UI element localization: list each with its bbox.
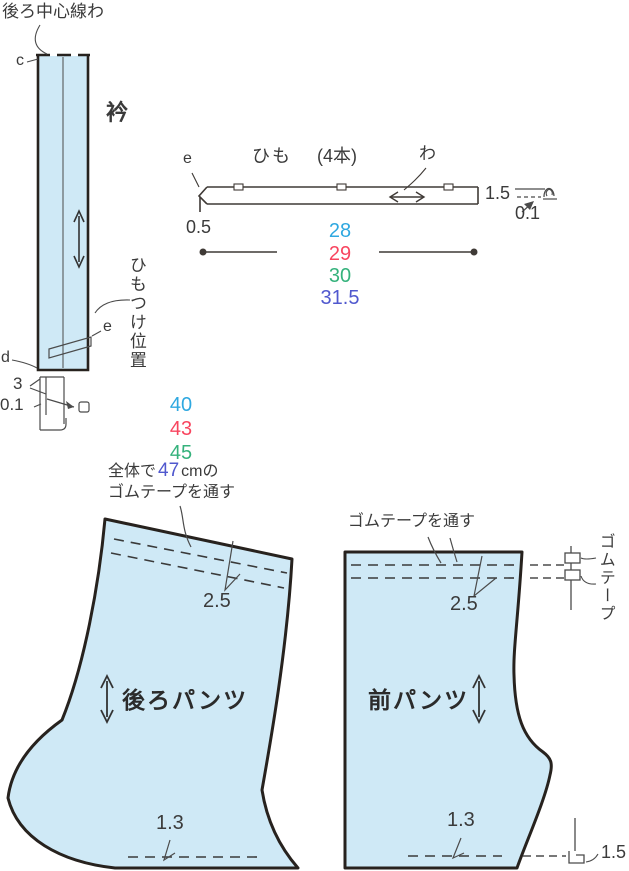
back-casing-value: 2.5	[203, 590, 231, 612]
point-c-label: c	[16, 52, 24, 69]
back-pants-piece	[6, 505, 300, 870]
front-pants-name: 前パンツ	[368, 687, 470, 713]
collar-piece	[11, 24, 131, 372]
tie-count: (4本)	[317, 146, 357, 166]
collar-end-detail	[29, 376, 90, 431]
tie-tip-value: 0.5	[186, 217, 212, 237]
collar-end-fold-value: 3	[13, 374, 23, 393]
grainline-arrow-collar	[73, 209, 85, 269]
front-pants-piece	[343, 536, 553, 870]
tie-title: ひも	[252, 146, 292, 166]
tie-strip	[191, 167, 479, 212]
elastic-note-value: 47	[158, 460, 180, 481]
front-hem-value: 1.3	[447, 809, 475, 831]
point-e-tie-label: e	[183, 150, 192, 167]
tie-length-size-s: 28	[328, 220, 352, 242]
tie-length-dimension	[199, 242, 478, 266]
front-elastic-note: ゴムテープを通す	[348, 513, 476, 530]
elastic-casing-detail	[530, 546, 597, 610]
point-e-side-label: e	[103, 318, 112, 335]
elastic-note-suffix: cmの	[181, 463, 219, 480]
collar-name-label: 衿	[106, 100, 129, 125]
front-casing-value: 2.5	[450, 593, 478, 615]
back-hem-value: 1.3	[156, 812, 184, 834]
hem-fold-detail	[523, 818, 599, 864]
elastic-note-prefix: 全体で	[108, 463, 157, 480]
tie-length-size-m: 29	[328, 243, 352, 265]
collar-end-stitch-value: 0.1	[0, 395, 24, 414]
tie-length-size-l: 30	[328, 265, 352, 287]
hem-fold-value: 1.5	[601, 842, 627, 862]
fold-arrow-tie	[388, 191, 426, 203]
tie-length-size-xl: 31.5	[320, 287, 360, 309]
elastic-note-line2: ゴムテープを通す	[108, 484, 236, 501]
grainline-arrow-front	[472, 673, 486, 725]
tie-end-detail	[515, 187, 557, 213]
back-pants-name: 後ろパンツ	[122, 687, 249, 713]
collar-fold-label: 後ろ中心線わ	[2, 2, 104, 21]
tie-attach-label: ひもつけ位置	[126, 256, 146, 370]
tie-stitch-value: 0.1	[515, 203, 541, 223]
waist-size-s: 40	[169, 394, 193, 416]
waist-size-l: 45	[169, 442, 193, 464]
waist-size-m: 43	[169, 418, 193, 440]
grainline-arrow-back	[100, 673, 114, 725]
point-d-label: d	[1, 349, 10, 366]
tie-fold-mark: わ	[419, 144, 436, 163]
tie-attach-mark	[48, 336, 92, 359]
tie-width-value: 1.5	[485, 183, 511, 203]
elastic-tape-label: ゴムテープ	[596, 533, 614, 623]
